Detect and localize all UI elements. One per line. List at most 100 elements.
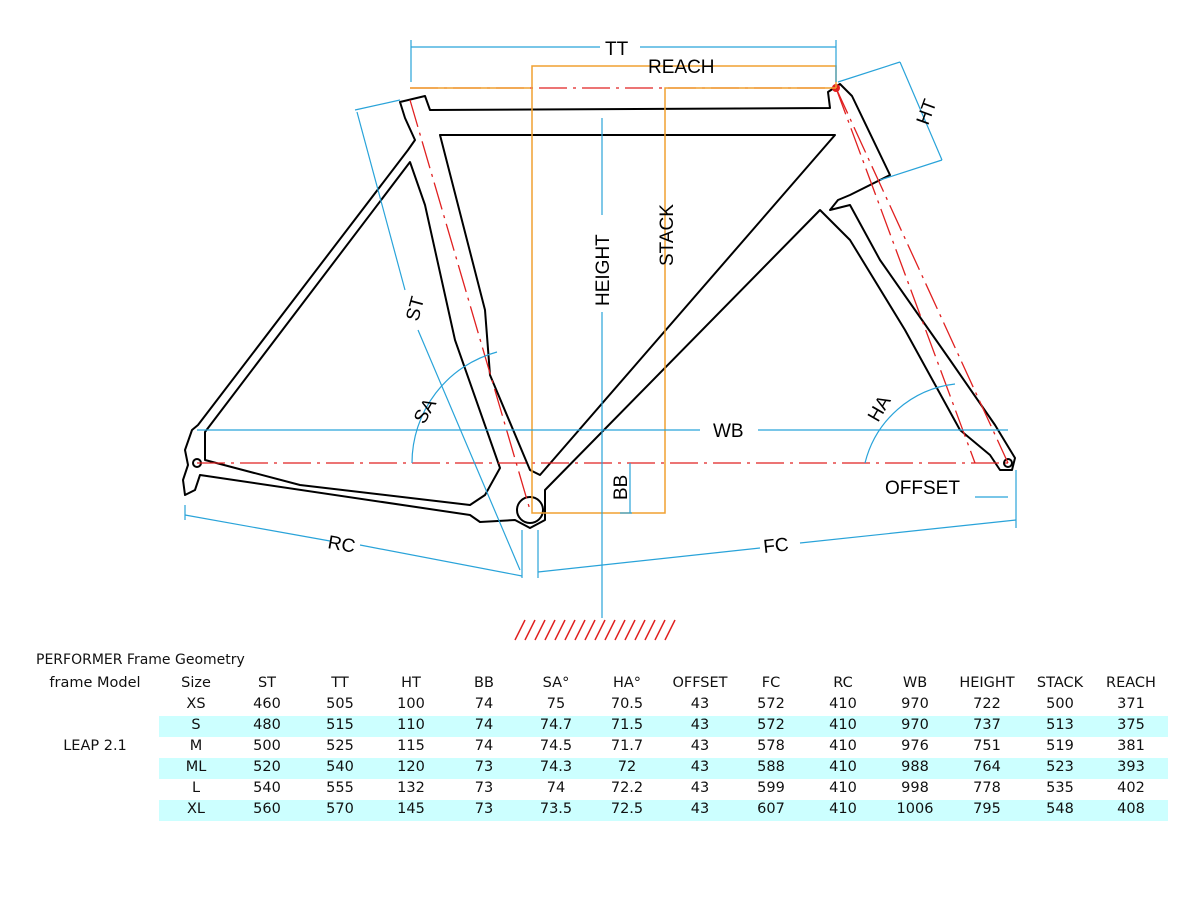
dimension-lines xyxy=(184,40,1017,618)
table-cell: 43 xyxy=(690,696,710,712)
table-cell: 572 xyxy=(757,696,785,712)
table-cell: 998 xyxy=(901,780,929,796)
table-cell: 570 xyxy=(326,801,354,817)
table-cell: 555 xyxy=(326,780,354,796)
table-cell: 43 xyxy=(690,738,710,754)
table-cell: L xyxy=(191,780,201,796)
table-cell: 523 xyxy=(1046,759,1074,775)
model-name: LEAP 2.1 xyxy=(63,738,127,754)
table-cell: 410 xyxy=(829,759,857,775)
table-cell: 145 xyxy=(397,801,425,817)
label-fc: FC xyxy=(762,534,789,558)
table-cell: 115 xyxy=(397,738,425,754)
label-wb: WB xyxy=(713,421,744,442)
table-cell: 578 xyxy=(757,738,785,754)
column-header: FC xyxy=(761,675,781,691)
column-header: ST xyxy=(257,675,277,691)
table-cell: ML xyxy=(185,759,207,775)
table-cell: 500 xyxy=(253,738,281,754)
table-cell: 751 xyxy=(973,738,1001,754)
table-cell: 74 xyxy=(546,780,566,796)
table-cell: M xyxy=(189,738,203,754)
table-cell: 110 xyxy=(397,717,425,733)
frame-outline xyxy=(182,83,1016,529)
table-cell: 1006 xyxy=(896,801,934,817)
table-cell: 513 xyxy=(1046,717,1074,733)
table-cell: 43 xyxy=(690,759,710,775)
table-cell: 588 xyxy=(757,759,785,775)
table-cell: 764 xyxy=(973,759,1001,775)
table-cell: 737 xyxy=(973,717,1001,733)
column-header: REACH xyxy=(1106,675,1156,691)
table-cell: 381 xyxy=(1117,738,1145,754)
table-cell: 43 xyxy=(690,780,710,796)
column-header: TT xyxy=(331,675,349,691)
table-cell: 548 xyxy=(1046,801,1074,817)
frame-geometry-diagram: TT REACH HT ST HEIGHT STACK SA HA WB BB … xyxy=(182,39,1017,641)
table-cell: 607 xyxy=(757,801,785,817)
table-cell: 73.5 xyxy=(539,801,573,817)
table-cell: 371 xyxy=(1117,696,1145,712)
table-cell: 74 xyxy=(474,696,494,712)
table-cell: 540 xyxy=(326,759,354,775)
table-cell: 535 xyxy=(1046,780,1074,796)
column-header: OFFSET xyxy=(672,675,728,691)
table-cell: 599 xyxy=(757,780,785,796)
column-header: WB xyxy=(902,675,928,691)
table-cell: 120 xyxy=(397,759,425,775)
table-cell: 515 xyxy=(326,717,354,733)
column-header: RC xyxy=(833,675,853,691)
table-cell: 43 xyxy=(690,717,710,733)
label-offset: OFFSET xyxy=(885,478,960,499)
table-cell: 519 xyxy=(1046,738,1074,754)
label-st: ST xyxy=(403,294,430,323)
table-cell: 72 xyxy=(617,759,637,775)
table-cell: 74 xyxy=(474,738,494,754)
table-cell: 572 xyxy=(757,717,785,733)
table-cell: 408 xyxy=(1117,801,1145,817)
table-cell: 393 xyxy=(1117,759,1145,775)
table-cell: 722 xyxy=(973,696,1001,712)
column-header: BB xyxy=(474,675,494,691)
reach-stack-lines xyxy=(410,65,837,514)
table-cell: 73 xyxy=(474,801,494,817)
table-cell: 778 xyxy=(973,780,1001,796)
column-header: STACK xyxy=(1036,675,1084,691)
table-cell: 410 xyxy=(829,717,857,733)
table-cell: 976 xyxy=(901,738,929,754)
table-cell: 970 xyxy=(901,696,929,712)
table-cell: 74.3 xyxy=(539,759,573,775)
table-cell: 72.5 xyxy=(610,801,644,817)
ground-hatch xyxy=(514,619,676,641)
label-tt: TT xyxy=(605,39,629,60)
column-header: Size xyxy=(181,675,211,691)
table-cell: 375 xyxy=(1117,717,1145,733)
model-column-header: frame Model xyxy=(49,675,141,691)
table-cell: 520 xyxy=(253,759,281,775)
column-header: SA° xyxy=(542,675,570,691)
table-cell: 72.2 xyxy=(610,780,644,796)
table-cell: 460 xyxy=(253,696,281,712)
label-height: HEIGHT xyxy=(593,234,614,306)
table-cell: 540 xyxy=(253,780,281,796)
table-cell: 410 xyxy=(829,801,857,817)
table-cell: 988 xyxy=(901,759,929,775)
table-cell: 74.7 xyxy=(539,717,573,733)
table-cell: 402 xyxy=(1117,780,1145,796)
table-cell: S xyxy=(191,717,201,733)
label-rc: RC xyxy=(326,532,357,557)
table-cell: 410 xyxy=(829,696,857,712)
column-header: HT xyxy=(401,675,421,691)
label-sa: SA xyxy=(410,395,441,428)
table-cell: XS xyxy=(186,696,206,712)
table-title: PERFORMER Frame Geometry xyxy=(36,652,245,668)
table-cell: 970 xyxy=(901,717,929,733)
label-stack: STACK xyxy=(657,204,678,266)
label-bb: BB xyxy=(611,475,632,500)
